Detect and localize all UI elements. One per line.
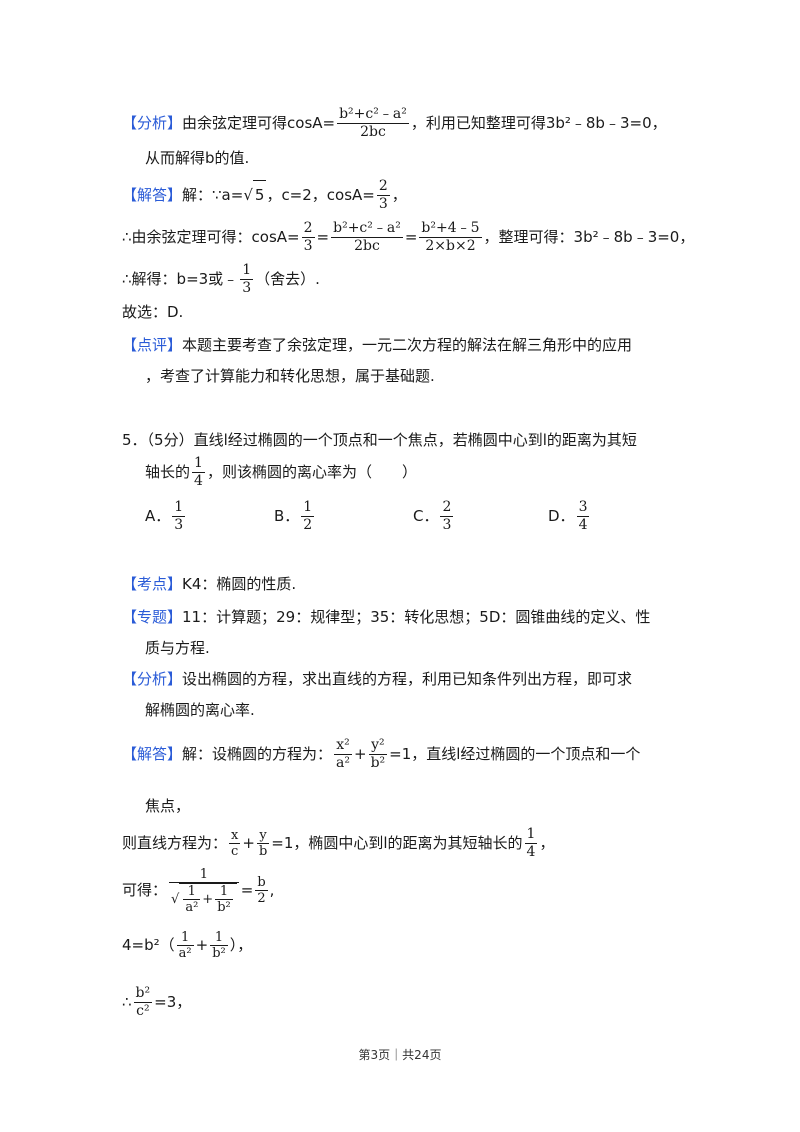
answer-line: 故选：D. [122,303,184,321]
special-line-2: 质与方程. [145,639,210,657]
question-5-line-1: 5．（5分）直线l经过椭圆的一个顶点和一个焦点，若椭圆中心到l的距离为其短 [122,431,637,449]
topic-tag: 【考点】 [122,575,183,593]
analysis-line-2: 从而解得b的值. [145,149,250,167]
analysis-q5-line-2: 解椭圆的离心率. [145,701,255,719]
analysis-tag: 【分析】 [122,114,183,132]
comment-tag: 【点评】 [122,336,183,354]
analysis-tag: 【分析】 [122,670,183,688]
comment-line-1: 【点评】本题主要考查了余弦定理，一元二次方程的解法在解三角形中的应用 [122,336,633,354]
topic-line: 【考点】K4：椭圆的性质. [122,575,297,593]
solution-tag: 【解答】 [122,186,183,204]
special-line-1: 【专题】11：计算题；29：规律型；35：转化思想；5D：圆锥曲线的定义、性 [122,608,651,626]
analysis-q5-line-1: 【分析】设出椭圆的方程，求出直线的方程，利用已知条件列出方程，即可求 [122,670,633,688]
solution-q5-line-2: 焦点， [145,797,191,815]
comment-line-2: ，考查了计算能力和转化思想，属于基础题. [145,367,435,385]
page-footer: 第3页｜共24页 [358,1048,442,1062]
special-tag: 【专题】 [122,608,183,626]
solution-tag: 【解答】 [122,745,183,763]
